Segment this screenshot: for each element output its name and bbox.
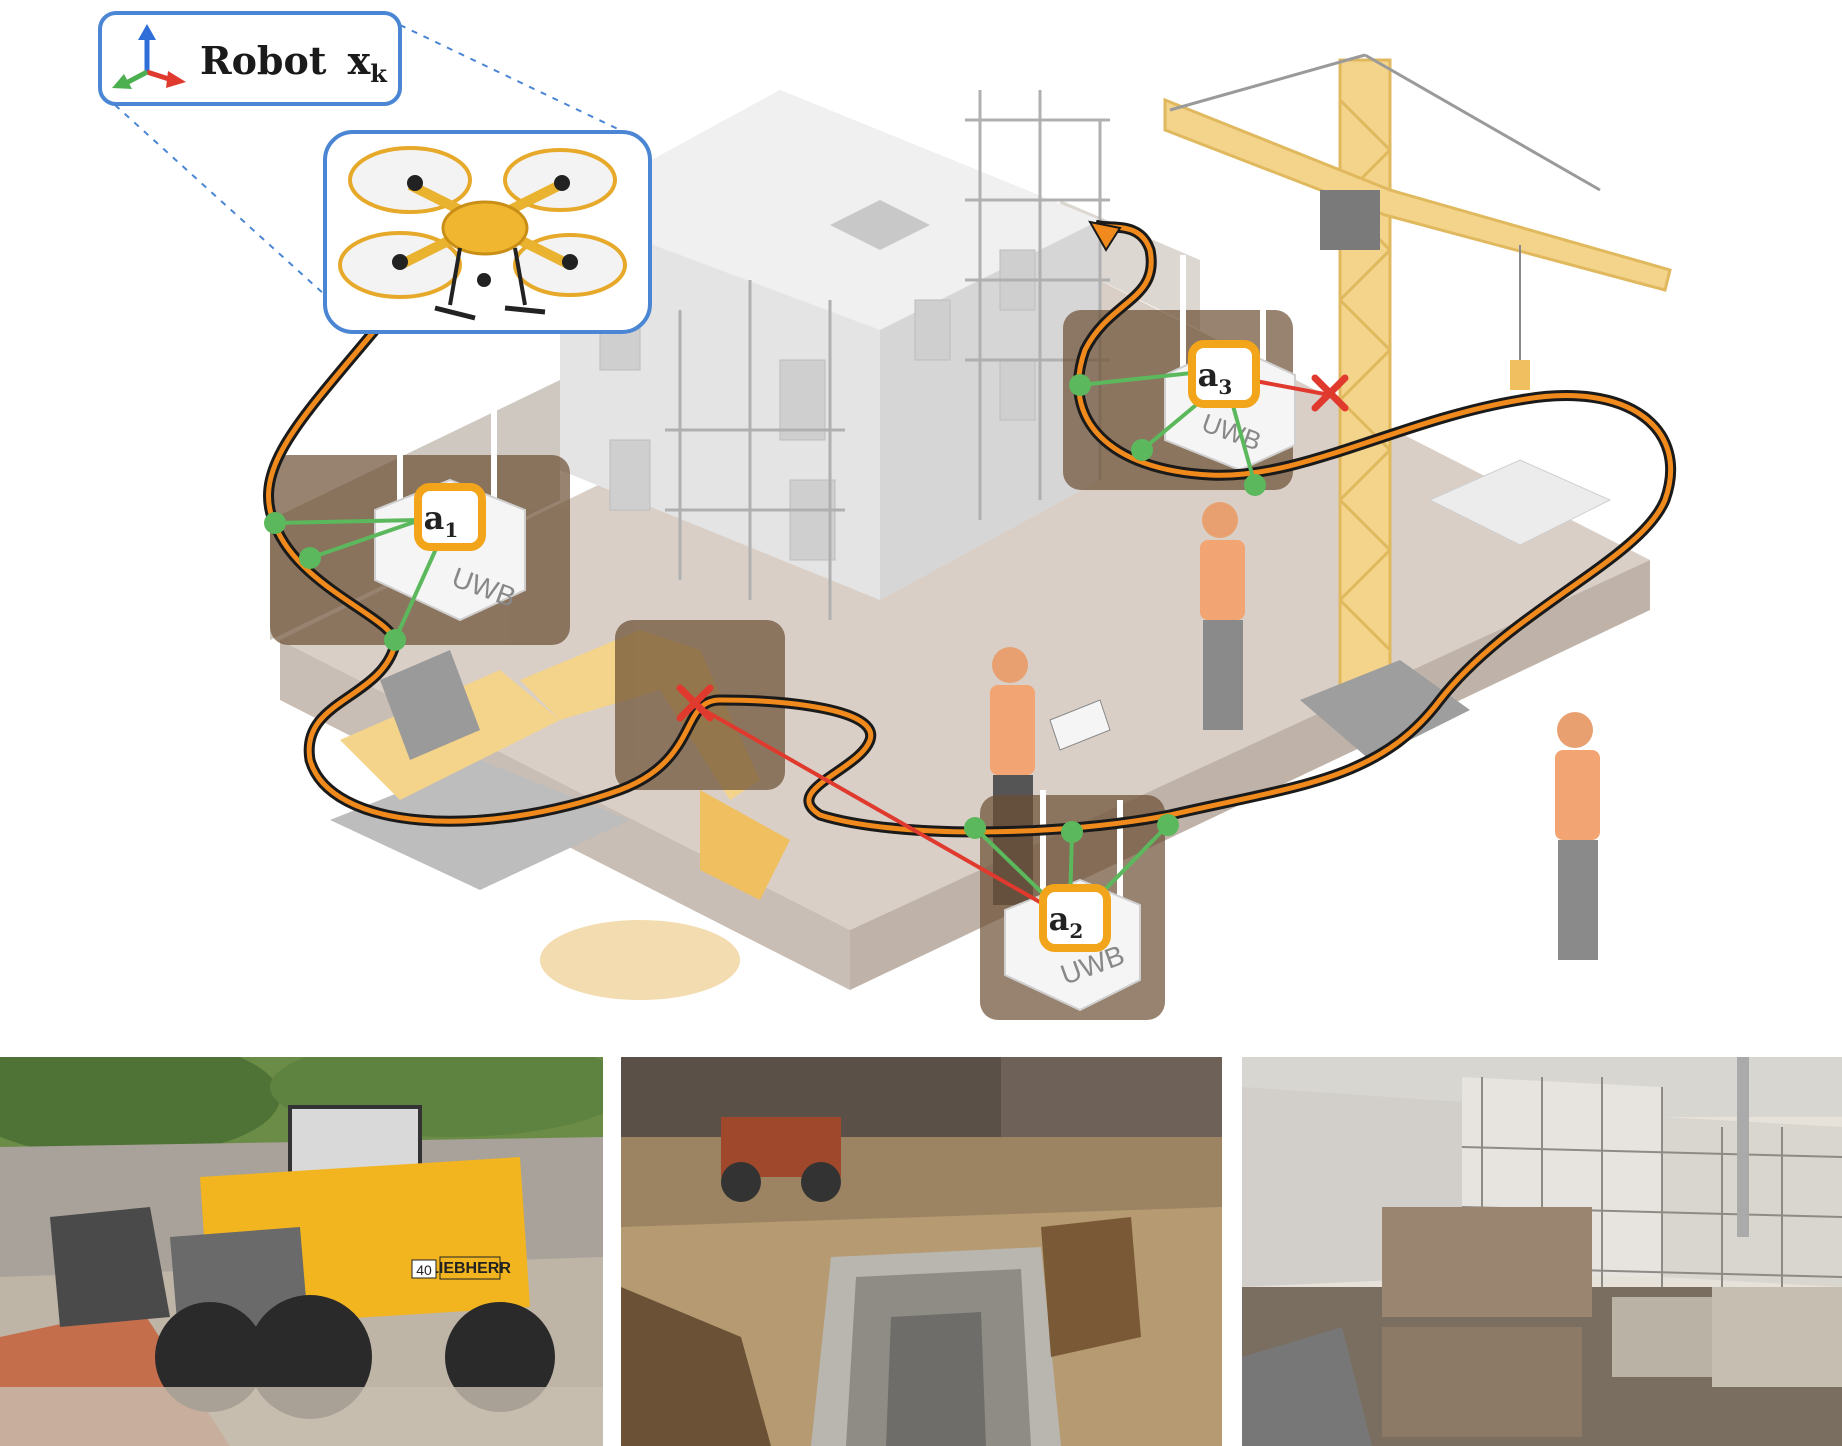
photo-wheel-loader: LIEBHERR 40 <box>0 1057 603 1446</box>
anchor-badge-a1: a1 <box>414 483 486 551</box>
anchor-symbol-2: a <box>1049 900 1070 938</box>
robot-label: Robot <box>200 38 327 83</box>
anchor-subscript-2: 2 <box>1069 919 1083 943</box>
vehicle-brand: LIEBHERR <box>429 1260 511 1277</box>
callout-lines <box>114 24 621 296</box>
wheel-loader-icon: LIEBHERR 40 <box>50 1105 555 1419</box>
uwb-localization-scene: UWB UWB UWB <box>98 11 1676 1020</box>
photo-building-scaffolding <box>1242 1057 1842 1446</box>
anchor-subscript-1: 1 <box>444 518 458 542</box>
anchor-symbol-1: a <box>424 499 445 537</box>
robot-symbol: x <box>348 38 371 83</box>
robot-legend: Robot xk <box>98 11 402 106</box>
trajectory-arrowhead <box>1088 220 1122 252</box>
scaffolding-frame <box>1461 1077 1842 1297</box>
svg-text:a1: a1 <box>424 499 459 542</box>
robot-subscript: k <box>370 59 388 88</box>
svg-text:a3: a3 <box>1198 356 1233 399</box>
measurement-points <box>264 374 1266 843</box>
robot-trajectory <box>263 219 1676 838</box>
nlos-blocked-markers <box>676 374 1349 722</box>
drone-icon <box>338 146 627 321</box>
anchor-badge-a2: a2 <box>1039 884 1111 952</box>
scaffolding <box>665 90 1110 620</box>
telehandler-icon <box>721 1117 841 1202</box>
svg-text:Robot xk: Robot xk <box>200 38 388 88</box>
anchor-symbol-3: a <box>1198 356 1219 394</box>
material-stacks <box>1382 1207 1842 1437</box>
anchor-subscript-3: 3 <box>1218 375 1232 399</box>
anchor-badge-a3: a3 <box>1188 340 1260 408</box>
nlos-links <box>694 378 1331 907</box>
tower-crane <box>1163 53 1672 760</box>
vehicle-number: 40 <box>416 1262 432 1278</box>
coordinate-axes-icon <box>112 24 186 89</box>
drone-callout <box>323 130 652 334</box>
svg-text:a2: a2 <box>1049 900 1084 943</box>
photo-excavation-pit <box>621 1057 1222 1446</box>
